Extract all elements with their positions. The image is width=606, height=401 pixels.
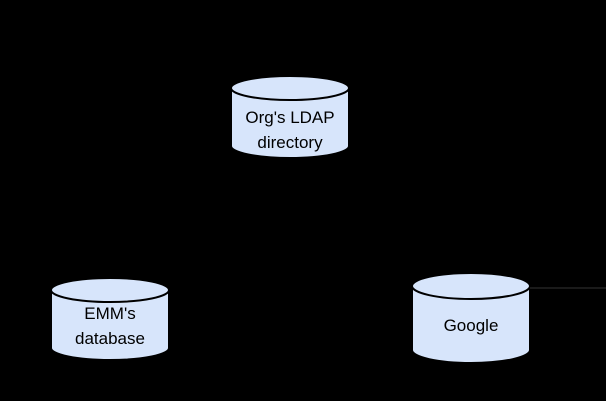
cylinder-top-ellipse: [50, 277, 170, 303]
cylinder-top-ellipse: [411, 272, 531, 300]
cylinder-body: [50, 290, 170, 361]
cylinder-body: [230, 88, 350, 159]
label-line: database: [75, 329, 145, 348]
label-line: EMM's: [84, 304, 136, 323]
node-label-google: Google: [411, 313, 531, 338]
database-cylinder-icon: [230, 75, 350, 159]
database-cylinder-icon: [411, 272, 531, 364]
database-cylinder-icon: [50, 277, 170, 361]
node-label-org-ldap-directory: Org's LDAP directory: [230, 105, 350, 155]
cylinder-body: [411, 286, 531, 364]
label-line: Org's LDAP: [245, 108, 335, 127]
label-line: Google: [443, 316, 499, 335]
node-label-emm-database: EMM's database: [50, 301, 170, 351]
node-org-ldap-directory: Org's LDAP directory: [230, 75, 350, 159]
cylinder-top-ellipse: [230, 75, 350, 101]
connector-line-google-right: [530, 287, 606, 289]
node-emm-database: EMM's database: [50, 277, 170, 361]
node-google: Google: [411, 272, 531, 364]
label-line: directory: [257, 133, 323, 152]
